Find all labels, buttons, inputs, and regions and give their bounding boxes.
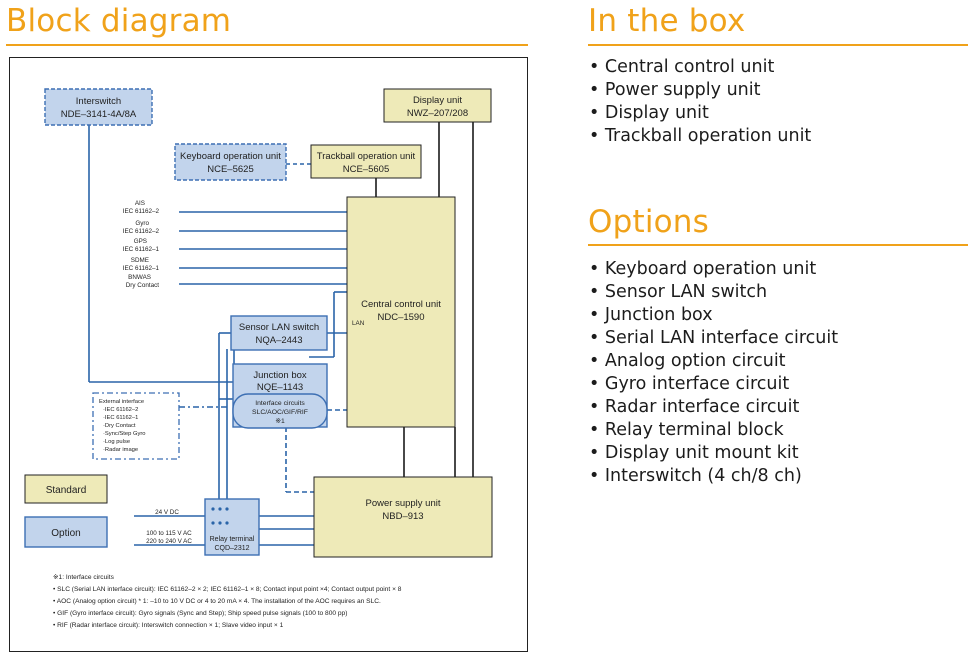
interswitch-model: NDE–3141-4A/8A bbox=[61, 109, 137, 120]
power-ac1-label: 100 to 115 V AC bbox=[146, 530, 192, 537]
list-item: Display unit mount kit bbox=[589, 442, 838, 465]
interface-circuits-note: ※1 bbox=[275, 418, 285, 425]
footnotes: ※1: Interface circuits • SLC (Serial LAN… bbox=[53, 574, 402, 629]
display-unit-label: Display unit bbox=[413, 95, 462, 106]
list-item: Relay terminal block bbox=[589, 419, 838, 442]
interface-circuits-label: Interface circuits bbox=[255, 400, 305, 407]
input-sdme-name: SDME bbox=[131, 257, 149, 264]
external-interface-item: ·IEC 61162–1 bbox=[103, 415, 138, 421]
input-gyro-std: IEC 61162–2 bbox=[123, 228, 160, 235]
interface-circuits-box bbox=[232, 393, 328, 429]
interswitch-box bbox=[44, 88, 153, 126]
external-interface-text: External interface ·IEC 61162–2 ·IEC 611… bbox=[99, 399, 146, 453]
input-bnwas-name: BNWAS bbox=[128, 274, 151, 281]
list-item: Serial LAN interface circuit bbox=[589, 327, 838, 350]
power-ac2-label: 220 to 240 V AC bbox=[146, 538, 192, 545]
lan-label: LAN bbox=[352, 320, 365, 327]
input-gps-std: IEC 61162–1 bbox=[123, 246, 160, 253]
keyboard-unit-box bbox=[174, 143, 287, 181]
connection-lines bbox=[88, 119, 474, 546]
external-interface-title: External interface bbox=[99, 399, 144, 405]
footnote-line: • AOC (Analog option circuit) * 1: –10 t… bbox=[53, 598, 381, 605]
central-control-unit-label: Central control unit bbox=[361, 299, 441, 310]
external-interface-item: ·Log pulse bbox=[103, 439, 130, 445]
footnote-line: • GIF (Gyro interface circuit): Gyro sig… bbox=[53, 610, 347, 617]
power-supply-unit-model: NBD–913 bbox=[382, 511, 423, 522]
junction-box-label: Junction box bbox=[253, 370, 307, 381]
keyboard-unit-label: Keyboard operation unit bbox=[180, 151, 281, 162]
input-gyro-name: Gyro bbox=[135, 220, 149, 227]
sensor-lan-switch-box bbox=[230, 315, 328, 351]
external-interface-item: ·Radar image bbox=[103, 447, 138, 453]
trackball-unit-model: NCE–5605 bbox=[343, 164, 389, 175]
options-list: Keyboard operation unit Sensor LAN switc… bbox=[589, 258, 838, 488]
relay-terminal-points bbox=[211, 507, 229, 525]
list-item: Power supply unit bbox=[589, 79, 811, 102]
legend-option-label: Option bbox=[51, 528, 80, 539]
sensor-lan-switch-model: NQA–2443 bbox=[255, 335, 302, 346]
display-unit-box bbox=[383, 88, 492, 123]
list-item: Interswitch (4 ch/8 ch) bbox=[589, 465, 838, 488]
in-the-box-list: Central control unit Power supply unit D… bbox=[589, 56, 811, 148]
options-rule bbox=[588, 244, 968, 246]
list-item: Central control unit bbox=[589, 56, 811, 79]
central-control-unit-model: NDC–1590 bbox=[378, 312, 425, 323]
footnote-heading: ※1: Interface circuits bbox=[53, 574, 115, 581]
legend-standard-label: Standard bbox=[46, 485, 87, 496]
external-interface-box bbox=[92, 392, 180, 460]
list-item: Keyboard operation unit bbox=[589, 258, 838, 281]
sensor-inputs: AIS IEC 61162–2 Gyro IEC 61162–2 GPS IEC… bbox=[123, 200, 160, 289]
interface-circuits-types: SLC/AOC/GIF/RIF bbox=[252, 409, 308, 416]
input-ais-std: IEC 61162–2 bbox=[123, 208, 160, 215]
junction-box-model: NQE–1143 bbox=[257, 382, 303, 393]
interswitch-label: Interswitch bbox=[76, 96, 121, 107]
power-supply-unit-label: Power supply unit bbox=[366, 498, 441, 509]
trackball-unit-box bbox=[310, 144, 422, 179]
list-item: Analog option circuit bbox=[589, 350, 838, 373]
in-the-box-title: In the box bbox=[588, 3, 746, 39]
list-item: Trackball operation unit bbox=[589, 125, 811, 148]
block-diagram-rule bbox=[6, 44, 528, 46]
central-control-unit-box bbox=[346, 196, 456, 428]
input-gps-name: GPS bbox=[134, 238, 147, 245]
list-item: Gyro interface circuit bbox=[589, 373, 838, 396]
power-dc-label: 24 V DC bbox=[155, 509, 179, 516]
list-item: Junction box bbox=[589, 304, 838, 327]
sensor-lan-switch-label: Sensor LAN switch bbox=[239, 322, 319, 333]
footnote-line: • RIF (Radar interface circuit): Intersw… bbox=[53, 622, 284, 629]
block-diagram: Interswitch NDE–3141-4A/8A Display unit … bbox=[9, 57, 528, 652]
legend-standard-swatch bbox=[24, 474, 108, 504]
external-interface-item: ·Dry Contact bbox=[103, 423, 136, 429]
list-item: Radar interface circuit bbox=[589, 396, 838, 419]
trackball-unit-label: Trackball operation unit bbox=[317, 151, 416, 162]
block-diagram-title: Block diagram bbox=[6, 3, 232, 39]
list-item: Display unit bbox=[589, 102, 811, 125]
footnote-line: • SLC (Serial LAN interface circuit): IE… bbox=[53, 586, 402, 593]
input-ais-name: AIS bbox=[135, 200, 145, 207]
display-unit-model: NWZ–207/208 bbox=[407, 108, 468, 119]
external-interface-item: ·Sync/Step Gyro bbox=[103, 431, 146, 437]
options-title: Options bbox=[588, 204, 710, 240]
in-the-box-rule bbox=[588, 44, 968, 46]
relay-terminal-model: CQD–2312 bbox=[214, 545, 249, 552]
relay-terminal-label: Relay terminal bbox=[210, 536, 255, 543]
input-bnwas-std: Dry Contact bbox=[126, 282, 159, 289]
power-supply-unit-box bbox=[313, 476, 493, 558]
list-item: Sensor LAN switch bbox=[589, 281, 838, 304]
keyboard-unit-model: NCE–5625 bbox=[207, 164, 253, 175]
external-interface-item: ·IEC 61162–2 bbox=[103, 407, 138, 413]
legend-option-swatch bbox=[24, 516, 108, 548]
input-sdme-std: IEC 61162–1 bbox=[123, 265, 160, 272]
